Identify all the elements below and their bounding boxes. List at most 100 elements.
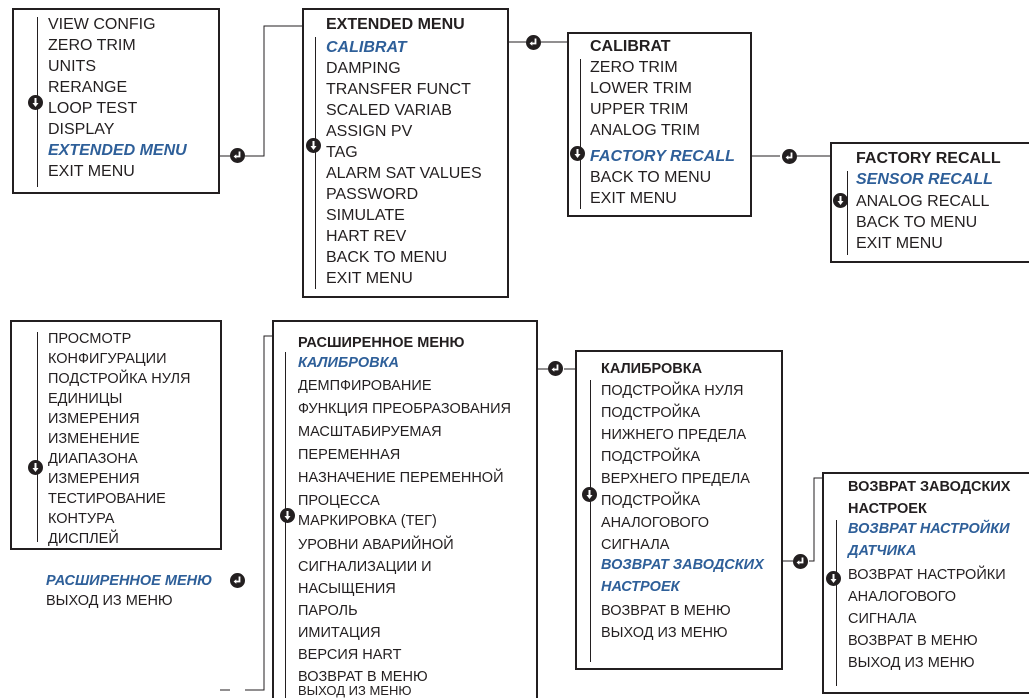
menu-item-selected[interactable]: ВОЗВРАТ НАСТРОЙКИ bbox=[848, 521, 1010, 537]
enter-button-icon[interactable] bbox=[548, 361, 563, 376]
menu-item[interactable]: ПОДСТРОЙКА bbox=[601, 493, 701, 509]
menu-item[interactable]: ВОЗВРАТ НАСТРОЙКИ bbox=[848, 567, 1006, 583]
menu-item-selected[interactable]: EXTENDED MENU bbox=[48, 142, 187, 159]
menu-item[interactable]: SCALED VARIAB bbox=[326, 102, 452, 119]
scroll-down-button-icon[interactable] bbox=[826, 571, 841, 586]
menu-item[interactable]: ВЕРХНЕГО ПРЕДЕЛА bbox=[601, 471, 750, 487]
enter-button-icon[interactable] bbox=[230, 148, 245, 163]
menu-item[interactable]: EXIT MENU bbox=[590, 190, 677, 207]
menu-item[interactable]: ВОЗВРАТ В МЕНЮ bbox=[848, 633, 978, 649]
menu-item[interactable]: BACK TO MENU bbox=[326, 249, 448, 266]
menu-title: КАЛИБРОВКА bbox=[601, 361, 703, 377]
enter-button-icon[interactable] bbox=[793, 554, 808, 569]
menu-item[interactable]: НАЗНАЧЕНИЕ ПЕРЕМЕННОЙ bbox=[298, 470, 504, 486]
menu-item[interactable]: СИГНАЛА bbox=[848, 611, 917, 627]
menu-item[interactable]: ПРОЦЕССА bbox=[298, 493, 380, 509]
menu-item[interactable]: ДЕМПФИРОВАНИЕ bbox=[298, 378, 432, 394]
menu-item[interactable]: ПАРОЛЬ bbox=[298, 603, 358, 619]
menu-item[interactable]: HART REV bbox=[326, 228, 407, 245]
enter-button-icon[interactable] bbox=[782, 149, 797, 164]
menu-item-selected[interactable]: CALIBRAT bbox=[326, 39, 407, 56]
scroll-down-button-icon[interactable] bbox=[280, 508, 295, 523]
enter-button-icon[interactable] bbox=[230, 573, 245, 588]
scroll-down-button-icon[interactable] bbox=[28, 460, 43, 475]
menu-item[interactable]: ВЫХОД ИЗ МЕНЮ bbox=[46, 593, 173, 609]
menu-item[interactable]: ВЫХОД ИЗ МЕНЮ bbox=[298, 683, 412, 698]
scroll-down-button-icon[interactable] bbox=[570, 146, 585, 161]
menu-item[interactable]: КОНФИГУРАЦИИ bbox=[48, 351, 167, 367]
menu-item[interactable]: НАСЫЩЕНИЯ bbox=[298, 581, 396, 597]
menu-item[interactable]: ALARM SAT VALUES bbox=[326, 165, 482, 182]
menu-item[interactable]: МАРКИРОВКА (ТЕГ) bbox=[298, 513, 437, 529]
menu-item[interactable]: LOOP TEST bbox=[48, 100, 138, 117]
menu-bracket-line bbox=[580, 59, 581, 209]
menu-item-selected[interactable]: FACTORY RECALL bbox=[590, 148, 735, 165]
menu-item[interactable]: КОНТУРА bbox=[48, 511, 115, 527]
menu-item[interactable]: ANALOG TRIM bbox=[590, 122, 700, 139]
menu-item[interactable]: СИГНАЛИЗАЦИИ И bbox=[298, 559, 432, 575]
menu-item[interactable]: LOWER TRIM bbox=[590, 80, 692, 97]
menu-item[interactable]: UPPER TRIM bbox=[590, 101, 689, 118]
menu-item-selected[interactable]: РАСШИРЕННОЕ МЕНЮ bbox=[46, 573, 213, 589]
menu-bracket-line bbox=[37, 332, 38, 542]
scroll-down-button-icon[interactable] bbox=[582, 487, 597, 502]
menu-item[interactable]: TAG bbox=[326, 144, 358, 161]
menu-item-selected[interactable]: КАЛИБРОВКА bbox=[298, 355, 400, 371]
main-menu-box: VIEW CONFIG ZERO TRIM UNITS RERANGE LOOP… bbox=[12, 8, 220, 194]
menu-item[interactable]: ВЫХОД ИЗ МЕНЮ bbox=[601, 625, 728, 641]
menu-item[interactable]: ПОДСТРОЙКА НУЛЯ bbox=[48, 371, 191, 387]
menu-title: CALIBRAT bbox=[590, 38, 671, 55]
menu-bracket-line bbox=[315, 37, 316, 289]
menu-item[interactable]: PASSWORD bbox=[326, 186, 419, 203]
menu-item[interactable]: EXIT MENU bbox=[326, 270, 413, 287]
menu-item[interactable]: EXIT MENU bbox=[856, 235, 943, 252]
menu-item[interactable]: BACK TO MENU bbox=[590, 169, 712, 186]
menu-item[interactable]: ПРОСМОТР bbox=[48, 331, 132, 347]
menu-item[interactable]: ПЕРЕМЕННАЯ bbox=[298, 447, 401, 463]
menu-item[interactable]: ИЗМЕРЕНИЯ bbox=[48, 411, 140, 427]
menu-item[interactable]: DAMPING bbox=[326, 60, 401, 77]
menu-item[interactable]: ДИАПАЗОНА bbox=[48, 451, 138, 467]
menu-item[interactable]: ANALOG RECALL bbox=[856, 193, 990, 210]
menu-item[interactable]: ИМИТАЦИЯ bbox=[298, 625, 381, 641]
menu-item[interactable]: ЕДИНИЦЫ bbox=[48, 391, 123, 407]
menu-item[interactable]: TRANSFER FUNCT bbox=[326, 81, 471, 98]
menu-item[interactable]: VIEW CONFIG bbox=[48, 16, 156, 33]
menu-item[interactable]: ВОЗВРАТ В МЕНЮ bbox=[298, 669, 428, 685]
menu-item[interactable]: EXIT MENU bbox=[48, 163, 135, 180]
menu-item[interactable]: МАСШТАБИРУЕМАЯ bbox=[298, 424, 442, 440]
menu-item[interactable]: BACK TO MENU bbox=[856, 214, 978, 231]
menu-item[interactable]: АНАЛОГОВОГО bbox=[601, 515, 710, 531]
menu-item[interactable]: ASSIGN PV bbox=[326, 123, 413, 140]
menu-item-selected[interactable]: НАСТРОЕК bbox=[601, 579, 680, 595]
menu-item[interactable]: DISPLAY bbox=[48, 121, 115, 138]
scroll-down-button-icon[interactable] bbox=[833, 193, 848, 208]
menu-item[interactable]: ТЕСТИРОВАНИЕ bbox=[48, 491, 166, 507]
menu-item[interactable]: RERANGE bbox=[48, 79, 128, 96]
menu-item[interactable]: ПОДСТРОЙКА bbox=[601, 449, 701, 465]
menu-item[interactable]: СИГНАЛА bbox=[601, 537, 670, 553]
menu-item[interactable]: ВЫХОД ИЗ МЕНЮ bbox=[848, 655, 975, 671]
menu-item-selected[interactable]: ДАТЧИКА bbox=[848, 543, 917, 559]
menu-item[interactable]: НИЖНЕГО ПРЕДЕЛА bbox=[601, 427, 747, 443]
scroll-down-button-icon[interactable] bbox=[306, 138, 321, 153]
menu-item-selected[interactable]: SENSOR RECALL bbox=[856, 171, 993, 188]
menu-item[interactable]: ZERO TRIM bbox=[590, 59, 678, 76]
menu-item-selected[interactable]: ВОЗВРАТ ЗАВОДСКИХ bbox=[601, 557, 764, 573]
scroll-down-button-icon[interactable] bbox=[28, 95, 43, 110]
menu-item[interactable]: ИЗМЕРЕНИЯ bbox=[48, 471, 140, 487]
menu-item[interactable]: ИЗМЕНЕНИЕ bbox=[48, 431, 140, 447]
menu-item[interactable]: UNITS bbox=[48, 58, 96, 75]
menu-item[interactable]: ПОДСТРОЙКА bbox=[601, 405, 701, 421]
enter-button-icon[interactable] bbox=[526, 35, 541, 50]
menu-item[interactable]: ПОДСТРОЙКА НУЛЯ bbox=[601, 383, 744, 399]
menu-item[interactable]: SIMULATE bbox=[326, 207, 405, 224]
menu-item[interactable]: ZERO TRIM bbox=[48, 37, 136, 54]
menu-item[interactable]: УРОВНИ АВАРИЙНОЙ bbox=[298, 537, 454, 553]
menu-item[interactable]: АНАЛОГОВОГО bbox=[848, 589, 957, 605]
menu-item[interactable]: ВОЗВРАТ В МЕНЮ bbox=[601, 603, 731, 619]
menu-item[interactable]: ДИСПЛЕЙ bbox=[48, 531, 119, 547]
menu-item[interactable]: ФУНКЦИЯ ПРЕОБРАЗОВАНИЯ bbox=[298, 401, 512, 417]
menu-item[interactable]: ВЕРСИЯ HART bbox=[298, 647, 402, 663]
